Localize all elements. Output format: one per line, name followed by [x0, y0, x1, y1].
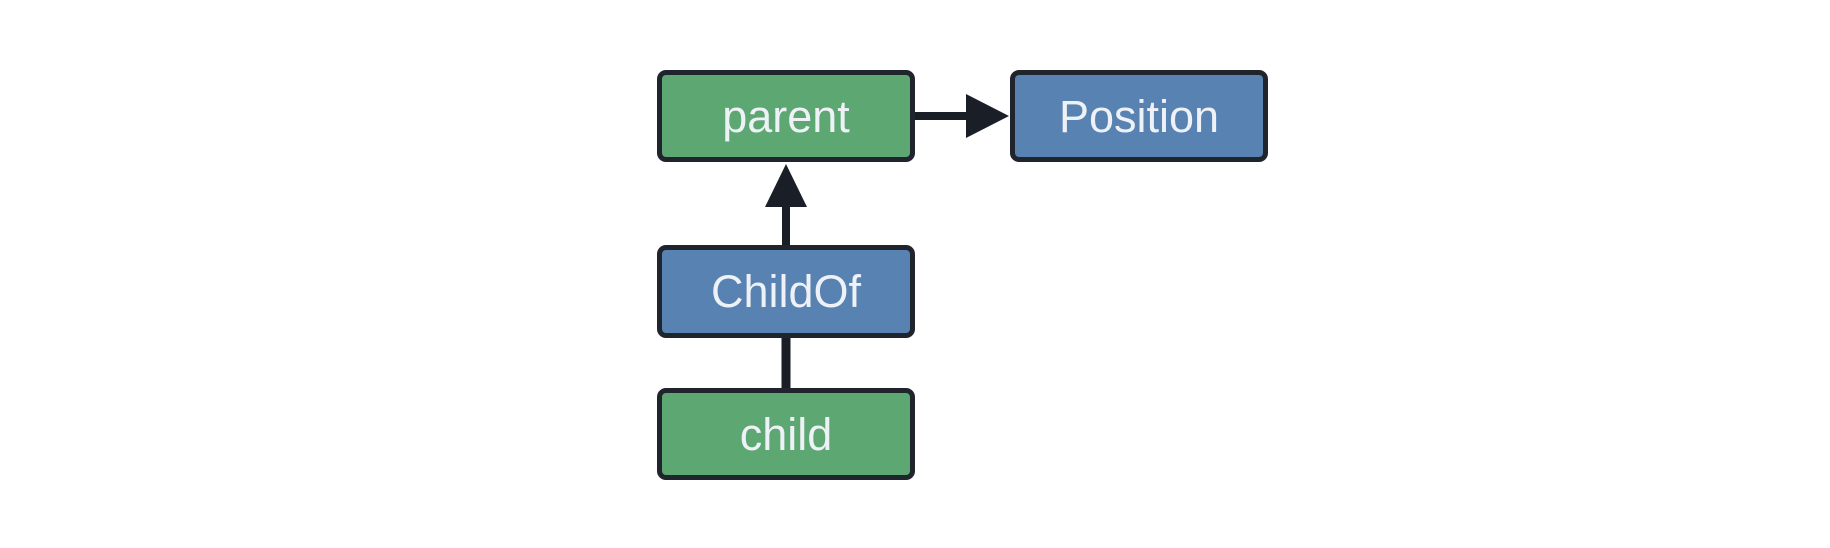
node-childof-label: ChildOf — [710, 266, 862, 317]
edge-parent-to-position — [912, 94, 1009, 138]
edge-parent-to-position-arrowhead-icon — [966, 94, 1009, 138]
node-child-label: child — [739, 408, 833, 460]
node-parent-label: parent — [722, 90, 850, 142]
node-childof: ChildOf — [657, 245, 915, 338]
edge-childof-to-parent — [765, 164, 807, 247]
node-position: Position — [1010, 70, 1268, 162]
node-child: child — [657, 388, 915, 480]
node-position-label: Position — [1058, 90, 1220, 142]
node-parent: parent — [657, 70, 915, 162]
edge-childof-to-parent-arrowhead-icon — [765, 164, 807, 207]
